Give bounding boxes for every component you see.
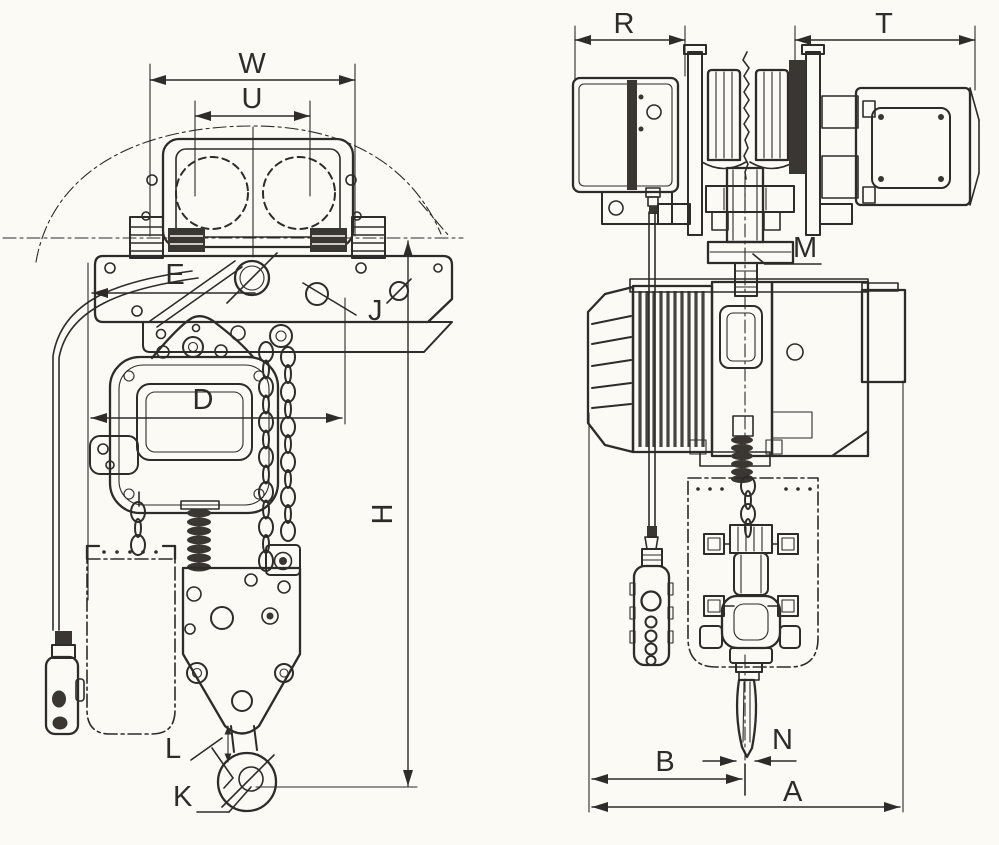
load-chains-front [130,341,296,572]
dimension-H: H [255,240,418,788]
pendant-button [52,690,66,708]
dimension-D: D [90,297,346,425]
motor-cooling-fins [631,284,714,454]
hook-safety-latch [211,747,234,789]
chain-guide-window [719,305,763,369]
trolley-side-plate-right [805,51,821,236]
bottom-hook-block-side [699,475,801,664]
suspension-shaft-end [233,259,271,297]
dimension-T: T [794,8,976,91]
pendant-button [644,642,658,656]
chain-container-front [85,544,177,735]
hook-side [735,654,763,761]
dim-label-T: T [875,8,893,40]
dim-label-D: D [193,384,214,416]
trolley-wheel-right [262,156,336,230]
hoist-side-lug [89,435,139,475]
dim-label-N: N [772,724,793,756]
pendant-body [632,564,671,667]
chain-container-side [687,477,819,668]
pendant-button [645,655,657,666]
suspension-plate [93,252,454,353]
label-J: J [302,282,383,327]
pendant-button [644,615,658,629]
pendant-control-side [629,211,674,667]
dim-label-U: U [242,83,263,115]
label-M: M [752,232,822,265]
dim-label-H: H [367,504,399,525]
dimension-B: B [591,746,746,796]
dim-label-L: L [165,733,181,765]
pendant-button [52,716,68,730]
label-L: L [165,725,232,765]
trolley-wheel-left [175,156,249,230]
motor-fan-cap [586,285,635,454]
bottom-hook-block-front [181,566,302,735]
front-view: W U E D H J L [2,48,464,813]
limit-spring [731,436,753,483]
hoist-body-front [89,315,301,576]
pendant-control-front [44,270,199,736]
gear-case [770,280,870,458]
pendant-button [644,629,658,643]
pendant-stop-button [640,590,662,612]
gear-case-cover [860,288,907,384]
trolley-gear-motor-box [854,86,972,207]
dim-label-A: A [783,776,803,808]
dimension-N: N [702,724,797,766]
beam-break-line [742,51,750,180]
trolley-frame [129,137,386,259]
dimension-R: R [574,8,686,81]
hoist-body-side [586,278,907,483]
trolley-motor-box [571,76,680,194]
hoist-cover-panel [136,383,253,461]
side-view: R T [571,8,980,813]
trolley-side [571,44,980,481]
dim-label-K: K [173,781,193,813]
suspension-bolt [305,282,329,306]
dimension-W: W [149,48,356,237]
drive-gear [789,60,806,174]
dim-label-W: W [238,48,266,80]
dim-label-B: B [655,746,674,778]
beam-wheel [706,68,742,162]
hook-front [211,725,278,813]
dimension-A: A [588,380,904,813]
chain-anchor-ring [269,324,293,348]
dim-label-J: J [368,295,383,327]
dimension-E: E [87,259,256,601]
buffer-spring [187,508,211,572]
beam-centerlines [2,125,464,263]
pendant-body-side [44,655,80,736]
dim-label-R: R [614,8,635,40]
beam-wheel [754,68,790,162]
dim-label-M: M [793,232,817,264]
trolley-side-plate-left [687,51,703,236]
label-K: K [173,781,252,813]
chain-anchor-block [265,544,301,576]
